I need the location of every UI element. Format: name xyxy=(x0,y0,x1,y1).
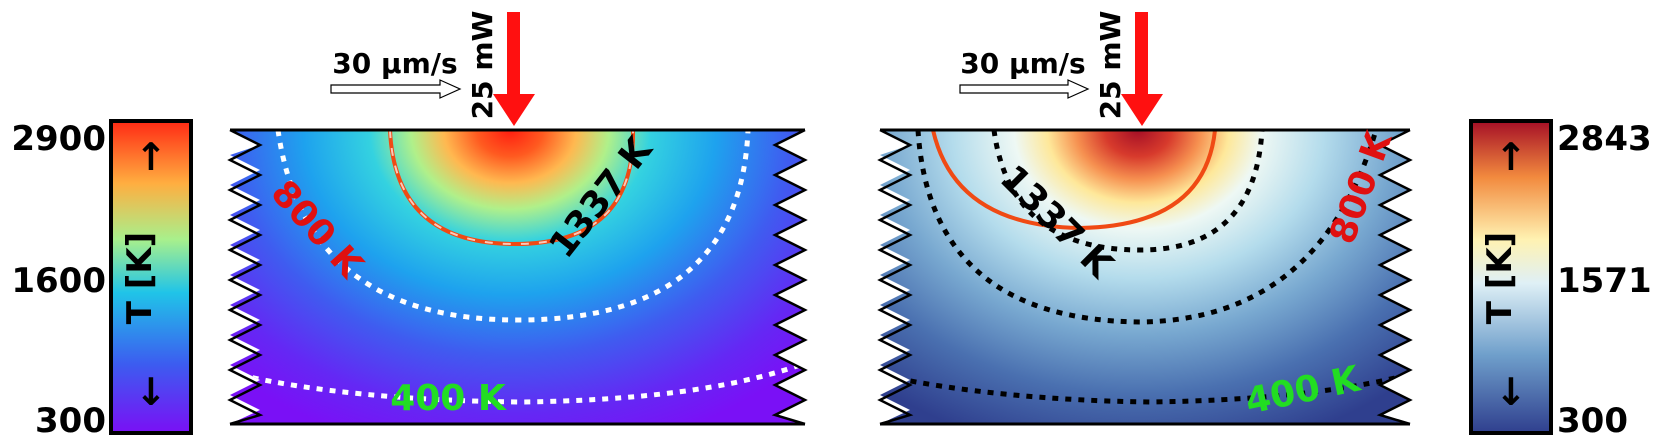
left-colorbar-title: T [K] xyxy=(120,232,160,324)
left-scan-arrow-icon xyxy=(330,79,462,99)
left-colorbar-down-arrow-icon: ↓ xyxy=(135,370,167,414)
left-temperature-field xyxy=(230,130,805,424)
right-colorbar-mid-label: 1571 xyxy=(1557,261,1652,301)
left-laser-beam-arrow-icon xyxy=(493,12,535,126)
right-colorbar-min-label: 300 xyxy=(1557,401,1628,441)
left-colorbar-max-label: 2900 xyxy=(11,119,106,159)
right-temperature-field xyxy=(880,130,1410,424)
right-power-label: 25 mW xyxy=(1094,11,1127,120)
left-colorbar-body xyxy=(109,119,193,435)
right-colorbar-title: T [K] xyxy=(1480,232,1520,324)
left-melt-contour-dash xyxy=(389,130,635,246)
right-colorbar-up-arrow-icon: ↑ xyxy=(1495,135,1527,179)
left-zigzag-right xyxy=(771,128,808,426)
right-contour-inner xyxy=(991,130,1265,253)
left-speed-label: 30 µm/s xyxy=(332,47,457,80)
left-zigzag-left xyxy=(227,128,264,426)
right-zigzag-right xyxy=(1376,128,1413,426)
left-contour-800 xyxy=(275,130,751,323)
right-melt-contour xyxy=(931,130,1217,231)
right-laser-beam-arrow-icon xyxy=(1121,12,1163,126)
right-colorbar-max-label: 2843 xyxy=(1557,119,1652,159)
right-colorbar-body xyxy=(1469,119,1553,435)
left-colorbar-mid-label: 1600 xyxy=(11,261,106,301)
right-panel: 1337 K 800 K 400 K 30 µm/s 25 mW xyxy=(877,11,1413,426)
right-zigzag-left xyxy=(877,128,914,426)
right-contour-400 xyxy=(884,373,1396,405)
right-colorbar-down-arrow-icon: ↓ xyxy=(1495,370,1527,414)
left-colorbar-min-label: 300 xyxy=(35,401,106,441)
left-colorbar-up-arrow-icon: ↑ xyxy=(135,135,167,179)
right-scan-arrow-icon xyxy=(959,79,1090,99)
left-colorbar: 2900 1600 300 T [K] ↑ ↓ xyxy=(11,119,193,441)
left-panel: 1337 K 800 K 400 K 30 µm/s 25 mW xyxy=(227,11,808,426)
left-power-label: 25 mW xyxy=(466,11,499,120)
left-label-400: 400 K xyxy=(390,378,507,419)
right-colorbar: 2843 1571 300 T [K] ↑ ↓ xyxy=(1469,119,1652,441)
right-speed-label: 30 µm/s xyxy=(960,47,1085,80)
